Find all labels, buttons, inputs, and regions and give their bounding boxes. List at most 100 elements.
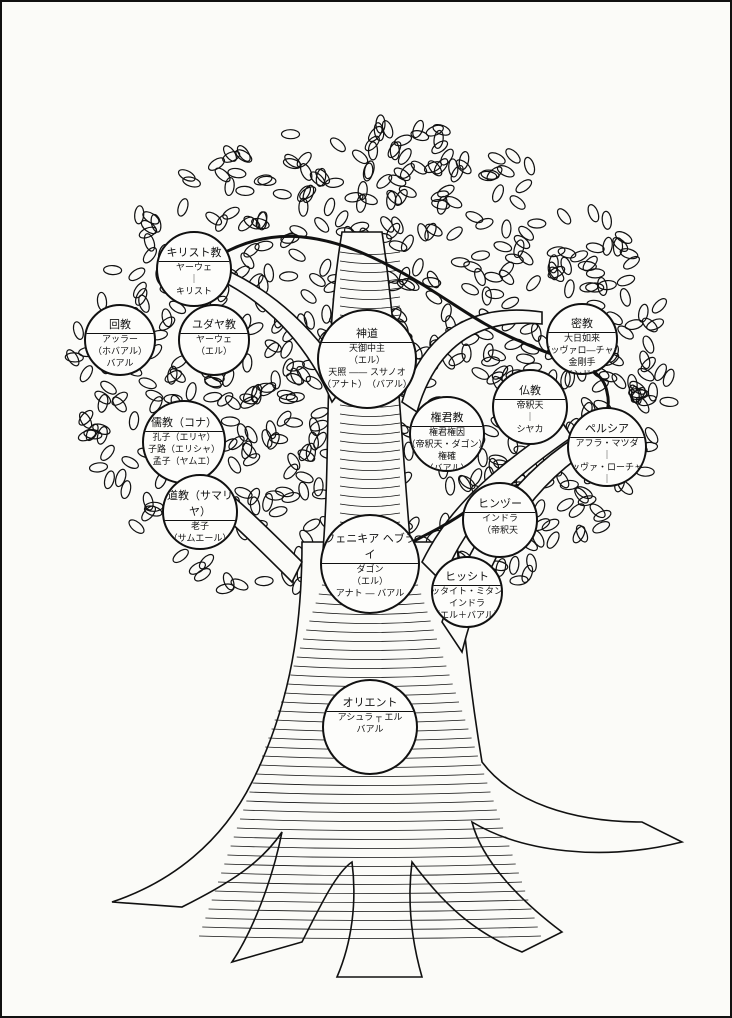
- leaf: [134, 205, 145, 225]
- node-title: 道教（サマリヤ）: [164, 487, 236, 521]
- node-line: （バアル）: [424, 463, 470, 472]
- bark-line: [246, 800, 494, 804]
- leaf: [193, 568, 212, 582]
- leaf: [100, 380, 117, 395]
- leaf: [285, 392, 305, 403]
- node-title: 神道: [319, 325, 415, 343]
- leaf: [188, 561, 206, 575]
- node-line: （エル）: [195, 347, 232, 358]
- leaf: [359, 193, 378, 206]
- leaf: [585, 282, 605, 293]
- leaf: [207, 157, 226, 171]
- leaf: [145, 389, 164, 402]
- node-line: ｜: [602, 475, 612, 486]
- leaf: [598, 370, 618, 383]
- leaf: [574, 487, 589, 504]
- leaf: [433, 129, 444, 149]
- node-line: ダゴン: [356, 565, 384, 575]
- bark-line: [339, 431, 401, 435]
- leaf: [283, 463, 299, 480]
- node-line: 権君権因: [428, 427, 465, 438]
- leaf: [299, 163, 313, 181]
- leaf: [268, 506, 288, 518]
- leaf: [470, 250, 491, 261]
- leaf: [242, 353, 253, 373]
- bark-line: [199, 935, 541, 939]
- leaf: [280, 129, 301, 140]
- node-buddhism: 仏教帝釈天｜シヤカ: [492, 369, 568, 445]
- bark-line: [339, 287, 401, 291]
- leaf: [482, 343, 494, 363]
- bark-line: [224, 863, 516, 867]
- leaf: [400, 234, 414, 253]
- bark-line: [339, 494, 401, 498]
- leaf: [198, 553, 215, 570]
- leaf: [592, 521, 611, 534]
- leaf: [556, 498, 574, 512]
- leaf: [410, 160, 428, 175]
- leaf: [556, 208, 572, 225]
- node-line: インドラ: [481, 513, 518, 524]
- leaf: [637, 367, 655, 382]
- leaf: [237, 216, 255, 232]
- bark-line: [339, 305, 401, 309]
- leaf: [169, 368, 186, 383]
- leaf: [629, 380, 647, 395]
- bark-line: [202, 926, 538, 930]
- leaf: [319, 258, 332, 277]
- leaf: [440, 303, 452, 323]
- leaf: [141, 505, 157, 522]
- bark-line: [339, 278, 401, 282]
- leaf: [523, 156, 536, 176]
- leaf: [96, 426, 108, 445]
- leaf: [380, 216, 395, 233]
- node-line: 大日如来: [563, 334, 600, 345]
- leaf: [471, 367, 490, 380]
- leaf: [394, 188, 408, 206]
- leaf: [474, 267, 486, 287]
- leaf: [501, 296, 520, 310]
- leaf: [255, 211, 268, 230]
- leaf: [635, 396, 650, 414]
- leaf: [161, 308, 173, 328]
- leaf: [167, 365, 178, 385]
- leaf: [444, 195, 463, 209]
- node-line: （ホバアル）: [93, 347, 147, 358]
- leaf: [458, 151, 470, 170]
- leaf: [575, 486, 593, 500]
- bark-line: [208, 908, 532, 912]
- leaf: [589, 503, 606, 519]
- leaf: [641, 317, 658, 333]
- bark-line: [339, 503, 401, 507]
- leaf: [242, 385, 258, 403]
- bark-line: [221, 872, 519, 876]
- leaf: [88, 462, 109, 473]
- leaf: [481, 286, 492, 306]
- leaf: [220, 416, 240, 427]
- leaf: [410, 130, 430, 142]
- leaf: [138, 377, 157, 390]
- leaf: [450, 164, 464, 183]
- leaf: [487, 349, 507, 362]
- leaf: [509, 195, 526, 210]
- bark-line: [312, 611, 428, 615]
- bark-line: [339, 251, 401, 255]
- node-line: ｜: [525, 412, 535, 423]
- node-title: キリスト教: [158, 244, 230, 262]
- leaf: [446, 226, 463, 241]
- bark-line: [306, 629, 434, 633]
- node-line: ｜: [189, 274, 199, 285]
- bark-line: [233, 836, 507, 840]
- leaf: [236, 145, 251, 162]
- node-line: バアル: [106, 359, 134, 370]
- bark-line: [249, 791, 491, 795]
- leaf: [329, 137, 346, 153]
- node-line: 天御中主: [348, 344, 385, 354]
- leaf: [491, 184, 505, 203]
- leaf: [313, 431, 327, 449]
- bark-line: [339, 458, 401, 462]
- leaf: [351, 149, 369, 165]
